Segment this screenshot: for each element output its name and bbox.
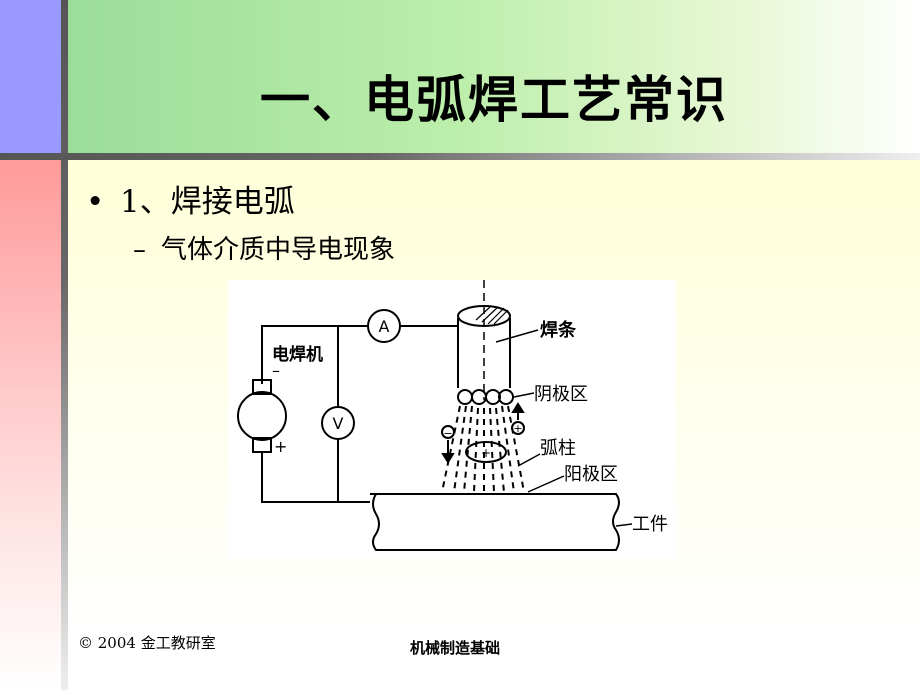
horizontal-divider — [0, 153, 920, 160]
arc-core-sign: + — [481, 446, 491, 460]
electrode-label: 焊条 — [540, 319, 577, 341]
cathode-spot — [485, 389, 501, 405]
leader-electrode — [495, 329, 539, 343]
ion-plus-sign: + — [513, 422, 522, 435]
voltmeter-label: V — [333, 414, 344, 433]
arc-column-label: 弧柱 — [540, 438, 576, 459]
footer-copyright: © 2004 金工教研室 — [78, 634, 216, 652]
sub-bullet-marker: – — [133, 235, 146, 265]
cathode-label: 阴极区 — [534, 384, 588, 405]
sub-bullet-item: –气体介质中导电现象 — [133, 229, 395, 266]
ammeter-icon — [367, 309, 401, 343]
bullet-marker: • — [86, 184, 105, 220]
wire-top-left — [261, 325, 368, 384]
workpiece-label: 工件 — [632, 514, 668, 535]
ion-arrows — [441, 402, 525, 464]
corner-accent — [0, 0, 62, 158]
bullet-text: 1、焊接电弧 — [120, 184, 295, 220]
leader-arc — [517, 453, 541, 467]
arc-core — [465, 441, 507, 463]
wire-bottom — [261, 452, 370, 503]
diagram-svg: − + + 电焊机 – + A V 焊条 阴极区 弧柱 阳极区 工件 — [237, 280, 668, 551]
generator-plus-sign: + — [274, 437, 287, 456]
leader-cathode — [513, 392, 535, 398]
electrode-hatch — [475, 306, 509, 325]
ammeter-label: A — [379, 317, 390, 336]
generator-minus-sign: – — [272, 361, 280, 380]
title-band — [62, 0, 920, 158]
cathode-spot — [498, 389, 514, 405]
generator-icon — [237, 391, 287, 441]
slide-title: 一、电弧焊工艺常识 — [260, 71, 728, 129]
left-accent-bar — [0, 158, 62, 690]
welding-arc-diagram: − + + 电焊机 – + A V 焊条 阴极区 弧柱 阳极区 工件 — [228, 280, 676, 558]
sub-bullet-text: 气体介质中导电现象 — [161, 235, 396, 265]
anode-label: 阳极区 — [564, 464, 618, 485]
footer-course-title: 机械制造基础 — [410, 639, 501, 657]
voltmeter-icon — [321, 406, 355, 440]
generator-label: 电焊机 — [272, 344, 323, 365]
arc-streams — [441, 405, 525, 493]
cathode-spot — [457, 389, 473, 405]
bullet-item: • 1、焊接电弧 — [86, 176, 295, 221]
leader-anode — [527, 475, 565, 493]
leader-workpiece — [615, 523, 633, 527]
generator-top-terminal — [252, 379, 272, 395]
workpiece-plate — [370, 493, 620, 551]
generator-bottom-terminal — [252, 437, 272, 453]
vertical-divider — [61, 0, 68, 690]
ion-minus-sign: − — [443, 427, 452, 440]
